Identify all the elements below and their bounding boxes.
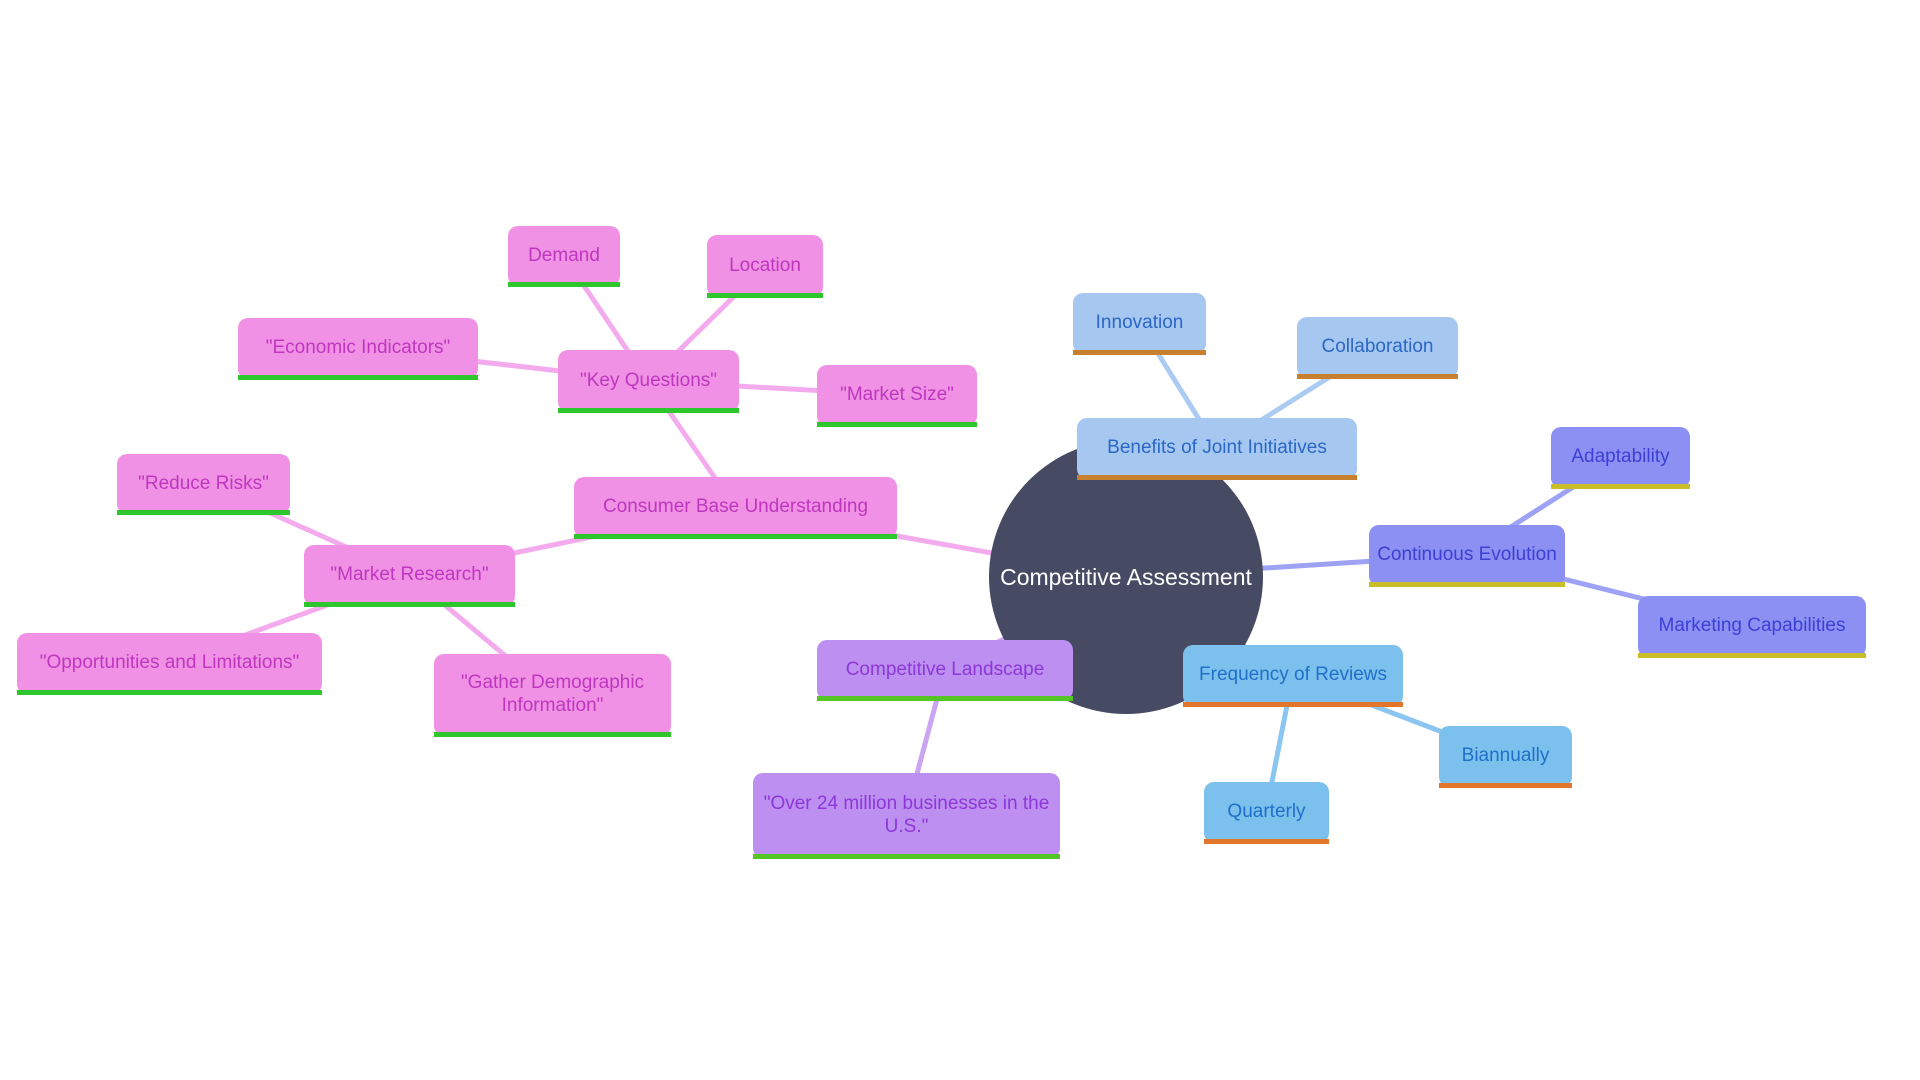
node-economic-indicators: "Economic Indicators": [238, 318, 478, 380]
node-location: Location: [707, 235, 823, 298]
node-gather-demographic-information: "Gather Demographic Information": [434, 654, 671, 737]
node-benefits-of-joint-initiatives: Benefits of Joint Initiatives: [1077, 418, 1357, 480]
node-frequency-of-reviews: Frequency of Reviews: [1183, 645, 1403, 707]
node-opportunities-and-limitations: "Opportunities and Limitations": [17, 633, 322, 695]
node-key-questions: "Key Questions": [558, 350, 739, 413]
node-demand: Demand: [508, 226, 620, 287]
node-marketing-capabilities: Marketing Capabilities: [1638, 596, 1866, 658]
node-collaboration: Collaboration: [1297, 317, 1458, 379]
node-reduce-risks: "Reduce Risks": [117, 454, 290, 515]
node-quarterly: Quarterly: [1204, 782, 1329, 844]
node-adaptability: Adaptability: [1551, 427, 1690, 489]
node-continuous-evolution: Continuous Evolution: [1369, 525, 1565, 587]
node-consumer-base-understanding: Consumer Base Understanding: [574, 477, 897, 539]
node-market-research: "Market Research": [304, 545, 515, 607]
node-over-24-million-businesses: "Over 24 million businesses in the U.S.": [753, 773, 1060, 859]
node-innovation: Innovation: [1073, 293, 1206, 355]
node-biannually: Biannually: [1439, 726, 1572, 788]
node-market-size: "Market Size": [817, 365, 977, 427]
node-competitive-landscape: Competitive Landscape: [817, 640, 1073, 701]
